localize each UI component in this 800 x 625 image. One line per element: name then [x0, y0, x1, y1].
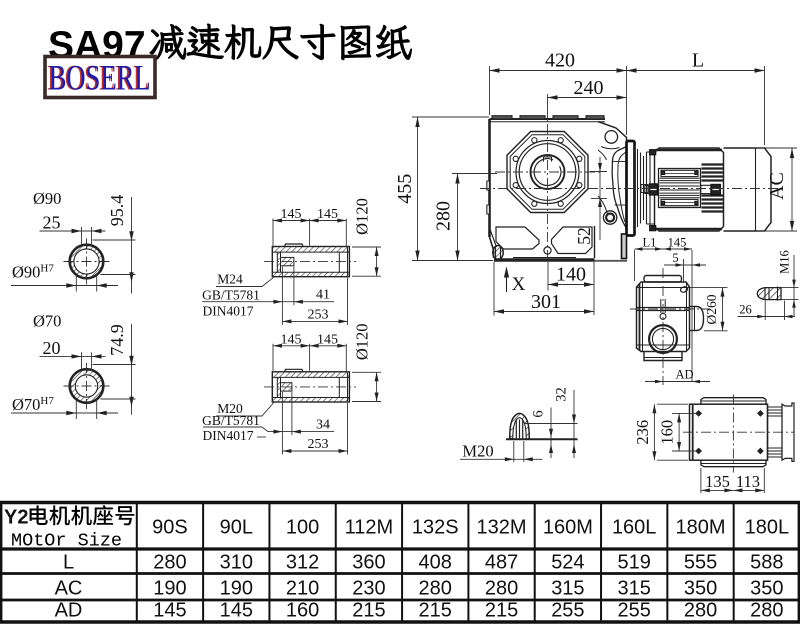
svg-text:555: 555: [684, 552, 717, 574]
svg-text:145: 145: [668, 236, 687, 250]
svg-text:360: 360: [352, 552, 385, 574]
svg-text:41: 41: [316, 288, 330, 303]
svg-text:6: 6: [531, 410, 547, 417]
svg-text:160: 160: [286, 600, 319, 622]
svg-text:113: 113: [736, 472, 760, 491]
svg-text:M20: M20: [217, 401, 243, 416]
svg-text:240: 240: [574, 77, 604, 99]
svg-text:AC: AC: [766, 172, 788, 200]
svg-text:DIN4017: DIN4017: [203, 428, 254, 443]
svg-text:DIN4017: DIN4017: [203, 304, 254, 319]
svg-text:455: 455: [394, 174, 416, 204]
svg-text:315: 315: [551, 578, 584, 600]
svg-text:255: 255: [551, 600, 584, 622]
svg-text:90S: 90S: [152, 517, 188, 539]
svg-text:145: 145: [317, 332, 338, 347]
svg-text:X: X: [512, 274, 526, 295]
svg-text:255: 255: [618, 600, 651, 622]
svg-text:M20: M20: [462, 442, 493, 461]
svg-text:215: 215: [352, 600, 385, 622]
svg-text:132M: 132M: [477, 517, 527, 539]
svg-text:280: 280: [153, 552, 186, 574]
svg-text:25: 25: [43, 213, 61, 233]
svg-text:AD: AD: [55, 600, 83, 622]
svg-text:L: L: [63, 552, 74, 574]
svg-text:132S: 132S: [412, 517, 459, 539]
svg-text:190: 190: [220, 578, 253, 600]
svg-text:215: 215: [419, 600, 452, 622]
svg-text:145: 145: [220, 600, 253, 622]
svg-text:301: 301: [531, 291, 561, 313]
svg-text:280: 280: [684, 600, 717, 622]
svg-text:GB/T5781: GB/T5781: [202, 288, 260, 303]
svg-text:90L: 90L: [220, 517, 253, 539]
svg-text:190: 190: [153, 578, 186, 600]
svg-text:34: 34: [316, 418, 330, 433]
svg-text:135: 135: [705, 472, 730, 491]
svg-text:350: 350: [684, 578, 717, 600]
svg-text:145: 145: [153, 600, 186, 622]
svg-text:100: 100: [286, 517, 319, 539]
svg-text:74.9: 74.9: [107, 324, 127, 356]
svg-text:Y2: Y2: [4, 507, 28, 529]
svg-text:5: 5: [672, 251, 678, 265]
svg-text:112M: 112M: [345, 517, 394, 539]
svg-text:253: 253: [308, 307, 329, 322]
svg-text:487: 487: [485, 552, 518, 574]
svg-text:M24: M24: [217, 272, 243, 287]
svg-text:524: 524: [551, 552, 584, 574]
svg-text:Ø260: Ø260: [704, 294, 719, 324]
svg-text:160: 160: [658, 420, 677, 445]
svg-text:L: L: [692, 50, 704, 72]
svg-text:M16: M16: [778, 250, 792, 274]
svg-text:20: 20: [43, 338, 61, 358]
svg-text:160M: 160M: [543, 517, 593, 539]
svg-text:145: 145: [317, 207, 338, 222]
svg-text:AC: AC: [55, 578, 83, 600]
svg-text:GB/T5781: GB/T5781: [202, 413, 260, 428]
svg-text:180M: 180M: [676, 517, 726, 539]
svg-text:350: 350: [750, 578, 783, 600]
svg-text:310: 310: [220, 552, 253, 574]
svg-text:230: 230: [352, 578, 385, 600]
svg-text:MOtOr Size: MOtOr Size: [11, 531, 122, 552]
svg-text:Ø90: Ø90: [33, 189, 61, 208]
svg-text:280: 280: [433, 201, 455, 231]
svg-text:180L: 180L: [745, 517, 790, 539]
svg-text:408: 408: [419, 552, 452, 574]
svg-text:145: 145: [281, 332, 302, 347]
svg-text:315: 315: [618, 578, 651, 600]
svg-text:95.4: 95.4: [107, 195, 127, 227]
svg-text:280: 280: [485, 578, 518, 600]
svg-text:588: 588: [750, 552, 783, 574]
svg-text:BOSERL: BOSERL: [47, 58, 149, 98]
svg-text:BOSERL: BOSERL: [49, 58, 151, 98]
svg-text:215: 215: [485, 600, 518, 622]
svg-text:280: 280: [750, 600, 783, 622]
svg-text:280: 280: [419, 578, 452, 600]
svg-text:253: 253: [308, 437, 329, 452]
svg-text:312: 312: [286, 552, 319, 574]
svg-text:519: 519: [618, 552, 651, 574]
svg-text:420: 420: [545, 50, 575, 72]
svg-text:26: 26: [739, 303, 752, 317]
svg-text:Ø120: Ø120: [353, 198, 372, 235]
svg-text:32: 32: [554, 387, 570, 402]
svg-text:52: 52: [574, 227, 594, 245]
svg-text:140: 140: [556, 264, 586, 286]
svg-text:L1: L1: [643, 236, 657, 250]
svg-text:160L: 160L: [612, 517, 657, 539]
svg-text:145: 145: [281, 207, 302, 222]
svg-text:210: 210: [286, 578, 319, 600]
svg-text:236: 236: [633, 420, 652, 445]
svg-text:Ø70: Ø70: [33, 312, 61, 331]
svg-text:AD: AD: [675, 368, 693, 382]
svg-text:Ø120: Ø120: [353, 323, 372, 360]
